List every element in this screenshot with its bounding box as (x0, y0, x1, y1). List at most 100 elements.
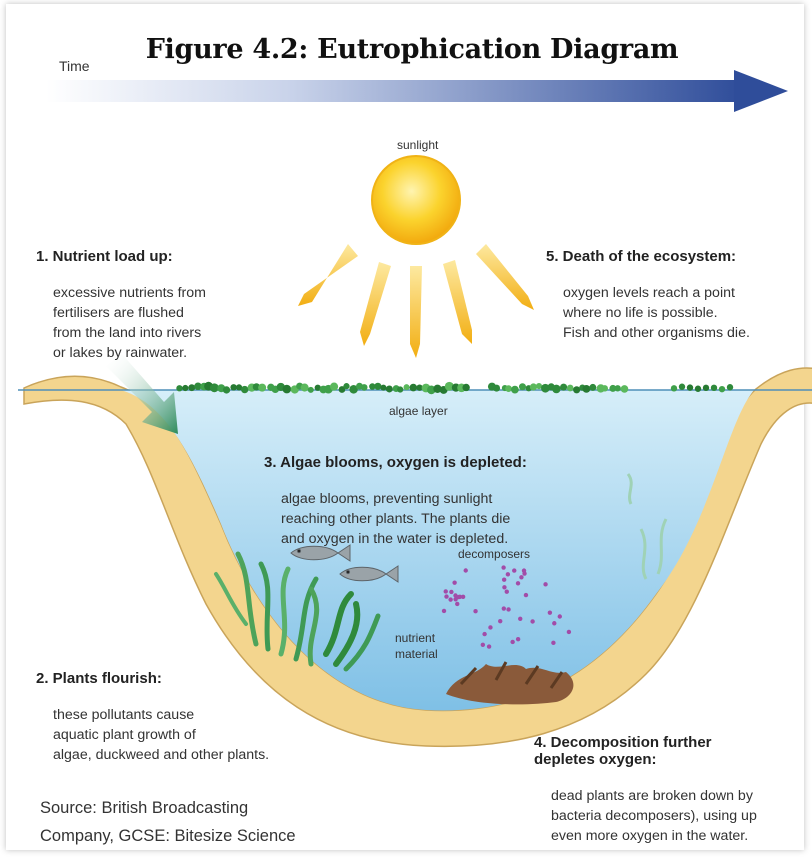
sun-rays (298, 244, 534, 358)
decomposer-dot (552, 621, 556, 625)
time-label: Time (59, 58, 90, 74)
stage-2-body: these pollutants cause aquatic plant gro… (36, 705, 269, 765)
stage-3-title: 3. Algae blooms, oxygen is depleted: (264, 454, 527, 471)
algae-dot (567, 385, 574, 392)
time-arrow (46, 70, 788, 112)
algae-dot (241, 386, 248, 393)
algae-dot (188, 384, 195, 391)
decomposer-dot (558, 614, 562, 618)
sun-icon (298, 156, 534, 358)
decomposer-dot (510, 640, 514, 644)
algae-dot (519, 383, 526, 390)
stage-1-body: excessive nutrients from fertilisers are… (36, 283, 206, 363)
decomposer-dot (502, 578, 506, 582)
decomposer-dot (448, 597, 452, 601)
algae-layer-label: algae layer (389, 404, 448, 418)
algae-dot (589, 384, 596, 391)
algae-dot (695, 386, 701, 392)
algae-dot (258, 384, 266, 392)
decomposer-dot (498, 619, 502, 623)
algae-dot (361, 384, 368, 391)
decomposer-dot (516, 581, 520, 585)
algae-dot (176, 385, 182, 391)
algae-dot (386, 385, 393, 392)
algae-dot (679, 384, 685, 390)
decomposer-dot (551, 641, 555, 645)
decomposer-dot (524, 593, 528, 597)
decomposer-dot (455, 602, 459, 606)
stage-5-title: 5. Death of the ecosystem: (546, 248, 750, 265)
stage-2-title: 2. Plants flourish: (36, 670, 269, 687)
decomposer-dot (473, 609, 477, 613)
algae-dot (374, 383, 381, 390)
figure-frame: Figure 4.2: Eutrophication Diagram Time … (6, 4, 804, 850)
algae-dot (330, 383, 338, 391)
decomposer-dot (543, 582, 547, 586)
algae-dot (343, 383, 349, 389)
algae-dot (560, 384, 567, 391)
decomposer-dot (444, 589, 448, 593)
algae-dot (397, 386, 403, 392)
nutrient-material-label: nutrient material (395, 630, 438, 662)
decomposer-dot (481, 643, 485, 647)
algae-dot (404, 384, 410, 390)
decomposer-dot (506, 572, 510, 576)
decomposer-dot (449, 590, 453, 594)
decomposers-label: decomposers (458, 547, 530, 561)
decomposer-dot (506, 607, 510, 611)
decomposer-dot (502, 585, 506, 589)
decomposer-dot (512, 568, 516, 572)
algae-dot (230, 384, 236, 390)
figure-title: Figure 4.2: Eutrophication Diagram (6, 34, 812, 65)
algae-dot (182, 385, 188, 391)
stage-1-title: 1. Nutrient load up: (36, 248, 206, 265)
decomposer-dot (502, 606, 506, 610)
stage-4-title: 4. Decomposition further depletes oxygen… (534, 734, 757, 768)
decomposer-dot (452, 580, 456, 584)
stage-4: 4. Decomposition further depletes oxygen… (534, 716, 757, 864)
stage-5: 5. Death of the ecosystem: oxygen levels… (546, 230, 750, 361)
algae-dot (552, 385, 561, 394)
algae-dot (505, 385, 512, 392)
decomposer-dot (567, 630, 571, 634)
source-caption: Source: British Broadcasting Company, GC… (40, 794, 296, 850)
algae-dot (583, 385, 591, 393)
decomposer-dot (444, 594, 448, 598)
decomposer-dot (518, 617, 522, 621)
stage-2: 2. Plants flourish: these pollutants cau… (36, 652, 269, 783)
decomposer-dot (442, 609, 446, 613)
decomposer-dot (519, 575, 523, 579)
stage-1: 1. Nutrient load up: excessive nutrients… (36, 230, 206, 381)
algae-dot (410, 384, 418, 392)
decomposer-dot (487, 644, 491, 648)
algae-dot (283, 385, 292, 394)
decomposer-dot (482, 632, 486, 636)
algae-dot (380, 385, 386, 391)
sunlight-label: sunlight (397, 138, 438, 152)
algae-dot (687, 384, 693, 390)
algae-dot (711, 385, 717, 391)
algae-dot (671, 385, 677, 391)
algae-dot (621, 385, 629, 393)
algae-dot (573, 386, 580, 393)
decomposer-dot (461, 595, 465, 599)
algae-dot (511, 386, 519, 394)
decomposer-dot (505, 589, 509, 593)
algae-dot (462, 384, 469, 391)
decomposer-dot (548, 610, 552, 614)
decomposer-dot (456, 595, 460, 599)
algae-dot (530, 383, 537, 390)
decomposer-dot (488, 625, 492, 629)
algae-dot (614, 385, 620, 391)
algae-dot (493, 385, 500, 392)
algae-dot (223, 386, 230, 393)
stage-5-body: oxygen levels reach a point where no lif… (546, 283, 750, 343)
decomposer-dot (522, 568, 526, 572)
algae-dot (301, 384, 309, 392)
algae-dot (727, 384, 733, 390)
algae-dot (308, 387, 314, 393)
stage-4-body: dead plants are broken down by bacteria … (534, 786, 757, 846)
algae-dot (719, 386, 725, 392)
stage-3-body: algae blooms, preventing sunlight reachi… (264, 489, 527, 549)
algae-dot (703, 385, 709, 391)
